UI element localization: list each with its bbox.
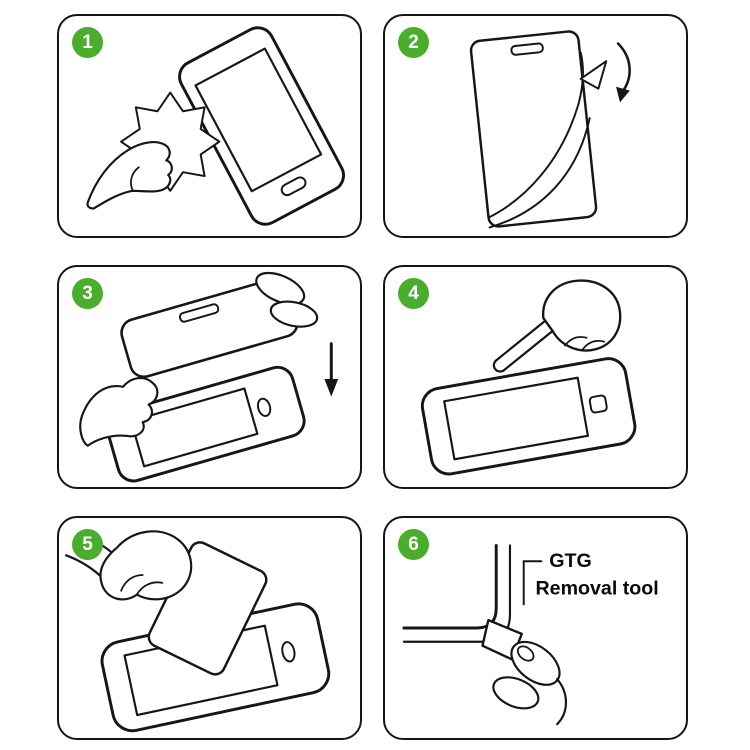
step-number-badge: 4 <box>398 278 429 309</box>
film-tab-icon <box>579 60 608 90</box>
step-number: 4 <box>408 283 419 304</box>
step-number: 1 <box>82 32 93 53</box>
leader-line <box>522 560 543 606</box>
step6-illustration: GTG Removal tool <box>402 544 659 726</box>
step5-illustration <box>65 530 331 733</box>
step4-illustration <box>420 279 637 476</box>
step-panel-4: 4 <box>383 265 688 489</box>
right-hand-fingers-icon <box>255 271 319 328</box>
step-number-badge: 1 <box>72 27 103 58</box>
step-panel-2: 2 <box>383 14 688 238</box>
step-panel-6: GTG Removal tool 6 <box>383 516 688 740</box>
tool-label-line1: GTG <box>549 550 592 572</box>
step-number: 3 <box>82 283 93 304</box>
pressing-hand-icon <box>492 279 622 373</box>
step-number-badge: 3 <box>72 278 103 309</box>
step-panel-1: 1 <box>57 14 362 238</box>
step-panel-5: 5 <box>57 516 362 740</box>
step-number-badge: 6 <box>398 529 429 560</box>
step-number-badge: 2 <box>398 27 429 58</box>
step-number: 5 <box>82 534 93 555</box>
hand-icon <box>492 640 568 726</box>
step2-illustration <box>469 30 631 229</box>
down-arrow-icon <box>324 342 339 397</box>
hand-icon <box>86 141 173 210</box>
peel-arrow-icon <box>616 42 631 103</box>
phone-icon <box>178 26 346 226</box>
tool-label-line2: Removal tool <box>536 578 659 600</box>
screen-protector-icon <box>469 30 598 229</box>
step-number: 6 <box>408 534 419 555</box>
phone-icon <box>420 357 637 476</box>
phone-icon <box>105 365 306 483</box>
step-number-badge: 5 <box>72 529 103 560</box>
step-panel-3: 3 <box>57 265 362 489</box>
step-number: 2 <box>408 32 419 53</box>
step1-illustration <box>86 26 346 226</box>
left-hand-icon <box>79 377 159 447</box>
step3-illustration <box>79 271 339 483</box>
